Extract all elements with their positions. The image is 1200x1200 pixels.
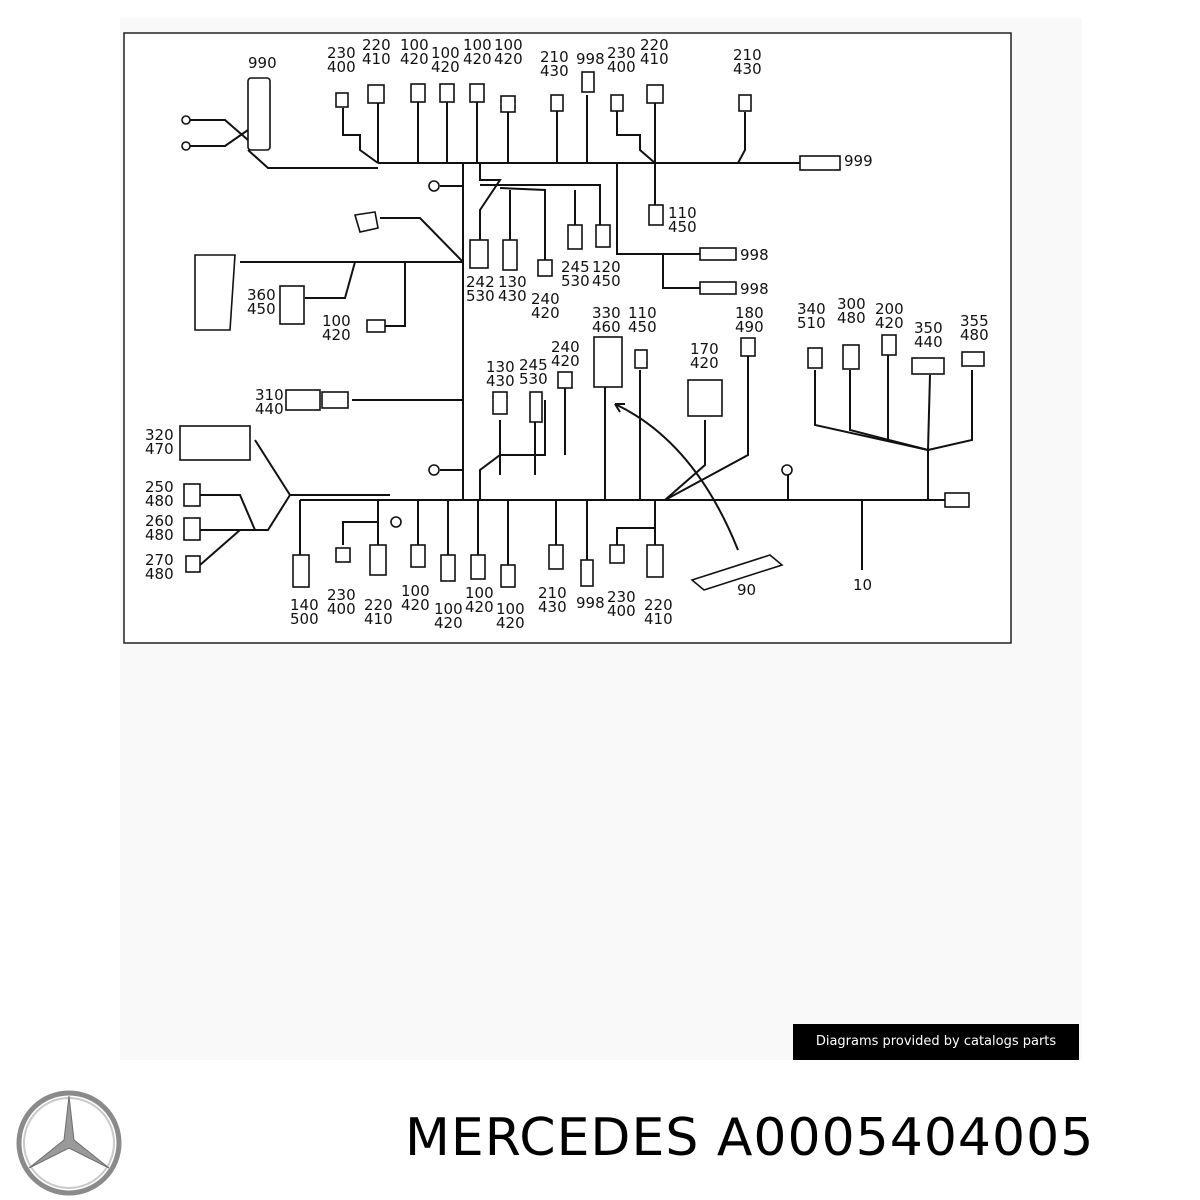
part-label: 999 (844, 152, 873, 170)
part-label: 990 (248, 54, 277, 72)
part-label: 90 (737, 581, 756, 599)
harness-wires (190, 95, 973, 570)
part-number-title: MERCEDES A0005404005 (405, 1108, 1095, 1168)
diagram-frame (123, 32, 1012, 644)
part-label: 998 (740, 246, 769, 264)
part-label: 998 (576, 594, 605, 612)
arrow-indicator (614, 403, 739, 551)
part-label: 998 (740, 280, 769, 298)
part-label: 998 (576, 50, 605, 68)
connector-shapes (179, 71, 985, 591)
mercedes-star-icon (16, 1090, 122, 1196)
part-label: 10 (853, 576, 872, 594)
diagram-credit-banner: Diagrams provided by catalogs parts (793, 1024, 1079, 1060)
